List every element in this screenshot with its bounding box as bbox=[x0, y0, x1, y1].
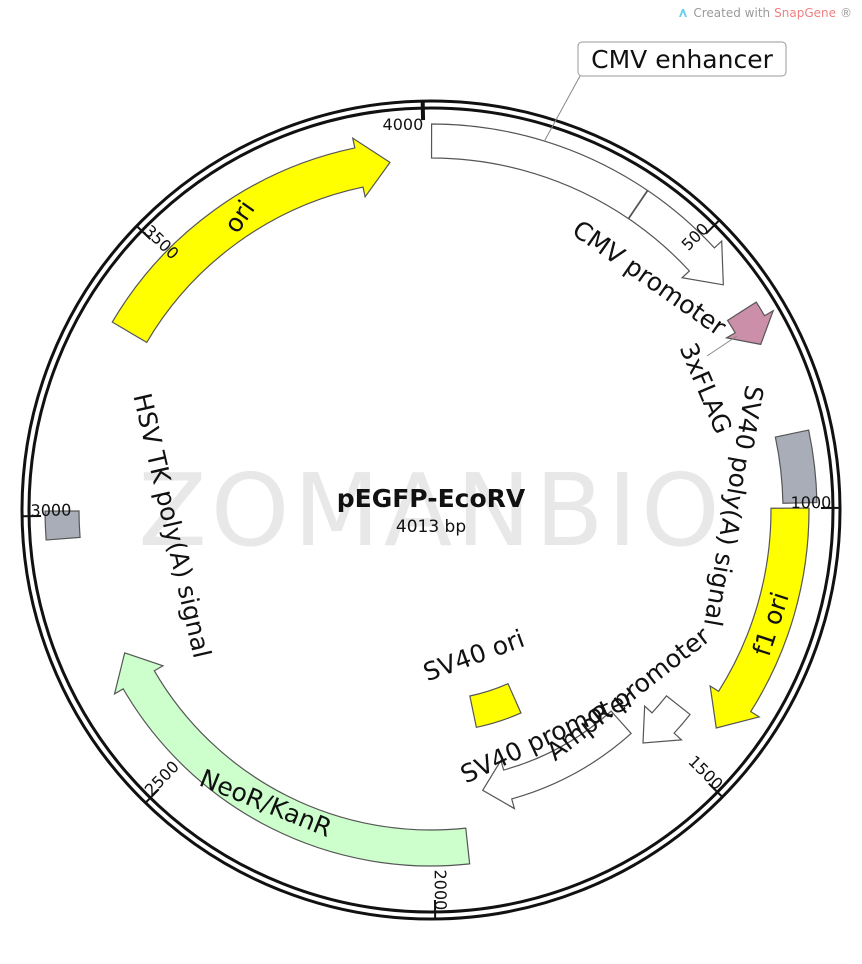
snapgene-credit: Created with SnapGene ® bbox=[677, 6, 852, 20]
ampr-promoter-feature[interactable] bbox=[643, 696, 690, 743]
snapgene-logo-icon bbox=[677, 7, 689, 19]
tick-label-4000: 4000 bbox=[383, 115, 424, 134]
tick-label-2500: 2500 bbox=[141, 757, 183, 799]
sv40-ori-feature[interactable] bbox=[470, 684, 521, 728]
3xflag-label: 3xFLAG bbox=[674, 339, 738, 438]
tick-label-2000: 2000 bbox=[431, 869, 450, 910]
plasmid-name: pEGFP-EcoRV bbox=[337, 484, 526, 513]
plasmid-length: 4013 bp bbox=[396, 517, 466, 537]
tick-label-1000: 1000 bbox=[791, 493, 832, 512]
neor-kanr-label: NeoR/KanR bbox=[196, 764, 336, 843]
cmv-enhancer-feature[interactable] bbox=[432, 124, 648, 218]
sv40-ori-label: SV40 ori bbox=[419, 624, 528, 687]
credit-prefix: Created with bbox=[693, 6, 770, 20]
cmv-enhancer-label: CMV enhancer bbox=[591, 45, 773, 74]
credit-brand: SnapGene bbox=[774, 6, 836, 20]
tick-label-3000: 3000 bbox=[30, 500, 71, 520]
credit-suffix: ® bbox=[840, 6, 852, 20]
